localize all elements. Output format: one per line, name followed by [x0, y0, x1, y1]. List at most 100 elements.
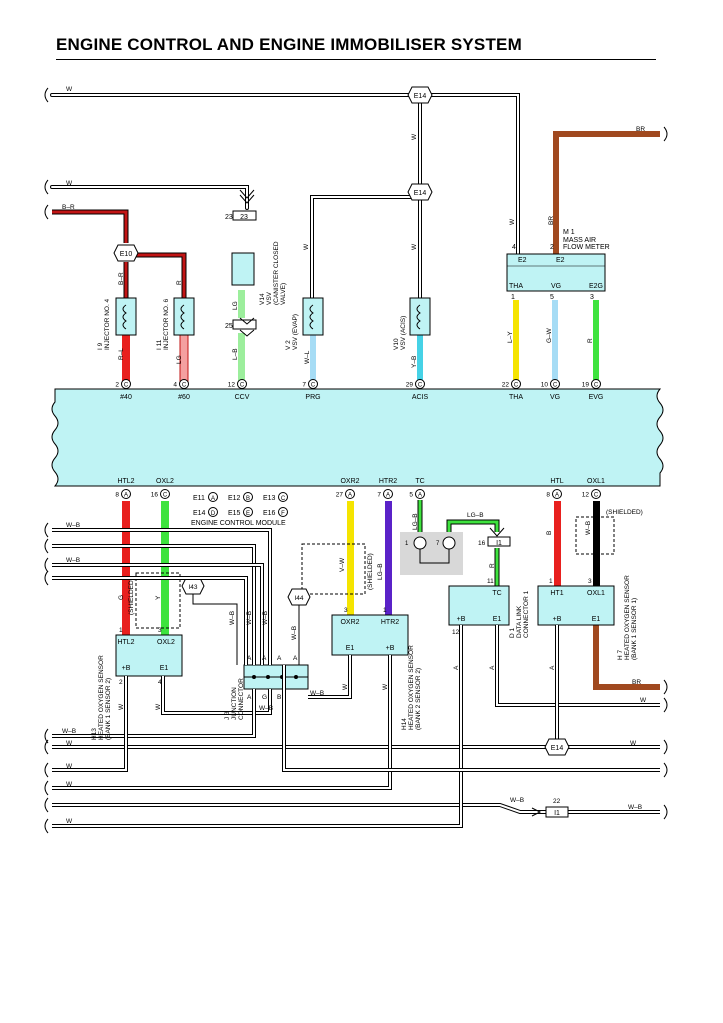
svg-text:C: C	[240, 383, 245, 389]
svg-text:E1: E1	[493, 616, 502, 623]
svg-text:A: A	[211, 496, 215, 502]
inj4-code: I 9	[97, 342, 104, 350]
svg-text:+B: +B	[553, 616, 562, 623]
svg-text:W–B: W–B	[510, 797, 524, 804]
svg-text:7: 7	[302, 382, 306, 389]
wire-lb-prg	[310, 335, 316, 385]
br-wire-injectors	[52, 209, 187, 298]
svg-text:E2G: E2G	[589, 283, 603, 290]
svg-text:E14: E14	[193, 510, 206, 517]
svg-text:E2: E2	[556, 257, 565, 264]
svg-text:5: 5	[550, 294, 554, 301]
ecm-top-pin-1: C4#60	[173, 379, 190, 401]
tc-joint-connector: 1 7 I1 16	[400, 527, 511, 575]
svg-text:(SHIELDED): (SHIELDED)	[606, 509, 643, 516]
svg-text:OXL2: OXL2	[157, 639, 175, 646]
svg-text:4: 4	[158, 679, 162, 686]
vsvcc-sub: (CANISTER CLOSED	[273, 241, 280, 305]
svg-text:J 3: J 3	[224, 711, 231, 720]
conn-i43: I43	[181, 577, 205, 595]
svg-text:B: B	[546, 531, 553, 535]
svg-text:#40: #40	[120, 394, 132, 401]
injector-6	[173, 297, 195, 336]
svg-text:8: 8	[546, 492, 550, 499]
svg-text:W: W	[118, 703, 125, 710]
svg-text:(SHIELDED): (SHIELDED)	[367, 553, 374, 590]
ecm-body	[51, 388, 664, 487]
wire-yb-tha	[513, 300, 519, 385]
svg-text:CONNECTOR: CONNECTOR	[238, 678, 245, 720]
svg-text:23: 23	[240, 214, 248, 221]
page-title: ENGINE CONTROL AND ENGINE IMMOBILISER SY…	[56, 35, 522, 54]
svg-text:OXL1: OXL1	[587, 478, 605, 485]
svg-text:3: 3	[588, 578, 592, 585]
svg-text:1: 1	[549, 578, 553, 585]
svg-text:W: W	[66, 740, 73, 747]
svg-text:W: W	[411, 243, 418, 250]
svg-text:2: 2	[115, 382, 119, 389]
data-link-connector: TC +B E1 11 12	[448, 578, 510, 636]
svg-text:CCV: CCV	[235, 394, 250, 401]
svg-text:OXL2: OXL2	[156, 478, 174, 485]
svg-text:W: W	[303, 243, 310, 250]
svg-text:(BANK 1 SENSOR 1): (BANK 1 SENSOR 1)	[631, 598, 638, 660]
wire-lg-ccv	[238, 333, 245, 385]
svg-text:R: R	[176, 280, 183, 285]
svg-text:JUNCTION: JUNCTION	[231, 687, 238, 720]
svg-text:W–B: W–B	[291, 626, 298, 640]
wire-r-htl	[554, 501, 561, 586]
svg-text:LG–B: LG–B	[412, 513, 419, 530]
svg-text:W: W	[66, 180, 73, 187]
svg-text:OXL1: OXL1	[587, 590, 605, 597]
svg-text:25: 25	[225, 323, 233, 330]
svg-text:W–L: W–L	[304, 350, 311, 364]
svg-text:W–B: W–B	[62, 728, 76, 735]
svg-text:A: A	[247, 655, 252, 662]
svg-text:LG–B: LG–B	[467, 512, 484, 519]
injector-4	[115, 297, 137, 336]
svg-text:4: 4	[173, 382, 177, 389]
svg-text:C: C	[124, 383, 129, 389]
svg-text:W: W	[66, 86, 73, 93]
conn-i44: I44	[287, 588, 311, 606]
conn-e14-mid: E14	[407, 183, 433, 201]
svg-text:THA: THA	[509, 394, 523, 401]
ecm-top-pin-0: C2#40	[115, 379, 132, 401]
svg-text:E2: E2	[518, 257, 527, 264]
svg-text:G: G	[262, 694, 267, 701]
svg-text:R–L: R–L	[118, 348, 125, 360]
vsvcc-code: V14	[259, 293, 266, 305]
wire-r-htl2	[122, 501, 130, 635]
svg-text:12: 12	[228, 382, 236, 389]
svg-text:D 1: D 1	[509, 628, 516, 639]
ecm-bottom-pins: A8HTL2C16OXL2A27OXR2A7HTR2A5TCA8HTLC12OX…	[115, 478, 605, 499]
vsvevap-code: V 2	[285, 340, 292, 350]
wire-b-oxl1	[593, 501, 600, 586]
svg-text:C: C	[594, 493, 599, 499]
inj6-code: I 11	[156, 339, 163, 350]
left-wire-ends	[44, 87, 668, 834]
svg-text:E16: E16	[263, 510, 276, 517]
svg-text:I1: I1	[554, 810, 560, 817]
svg-text:+B: +B	[386, 645, 395, 652]
svg-text:BR: BR	[632, 679, 641, 686]
svg-text:LG: LG	[176, 355, 183, 364]
svg-text:HTR2: HTR2	[379, 478, 397, 485]
white-bus-top	[50, 93, 520, 300]
svg-text:A: A	[489, 665, 496, 670]
svg-text:2: 2	[119, 679, 123, 686]
conn-e10: E10	[113, 244, 139, 262]
svg-text:A: A	[386, 493, 390, 499]
svg-text:E1: E1	[346, 645, 355, 652]
svg-text:C: C	[553, 383, 558, 389]
conn-e14-top: E14	[407, 86, 433, 104]
svg-text:7: 7	[377, 492, 381, 499]
svg-text:A: A	[549, 665, 556, 670]
svg-text:+B: +B	[457, 616, 466, 623]
svg-text:2: 2	[550, 244, 554, 251]
svg-text:I43: I43	[188, 584, 197, 591]
